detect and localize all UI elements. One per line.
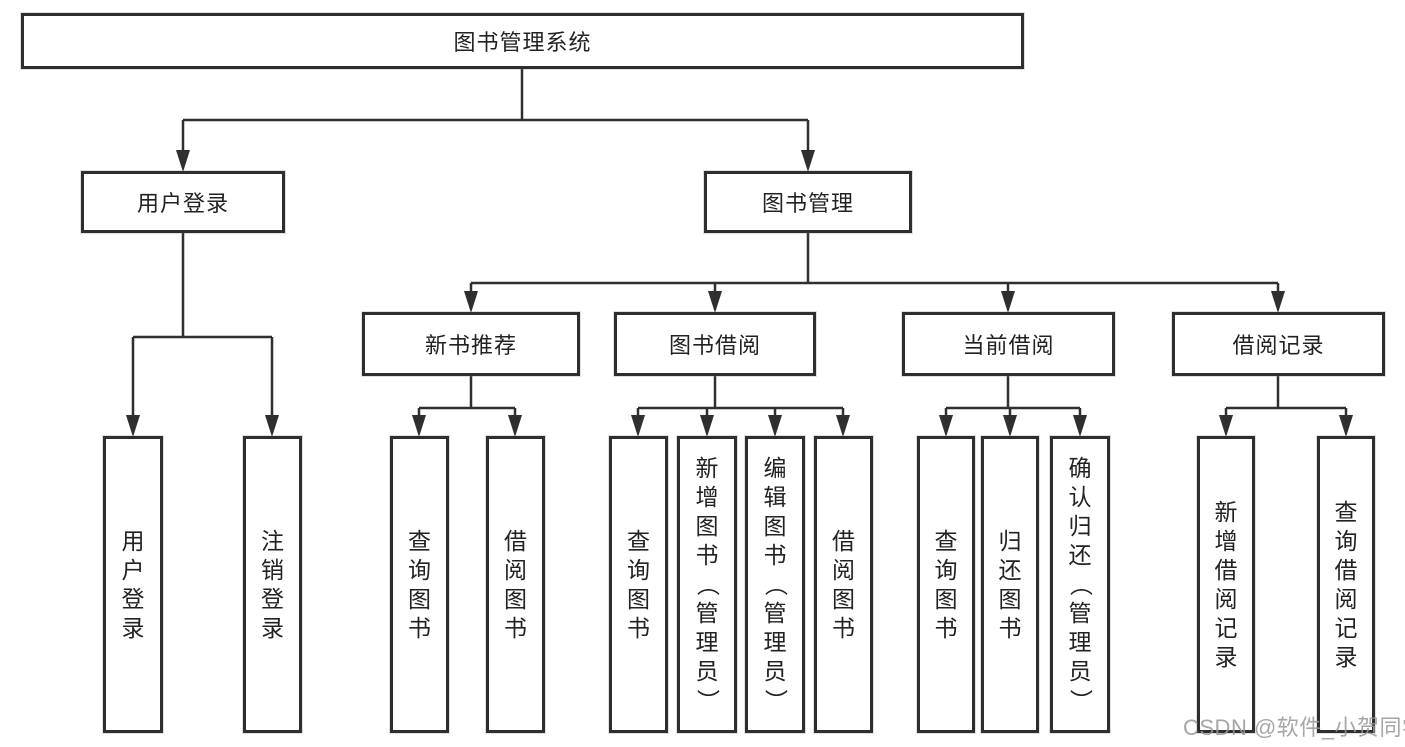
leaf-cb-confirm-return-admin-label: 确认归还（管理员） xyxy=(1067,455,1094,712)
leaf-cb-query-books: 查询图书 xyxy=(917,436,975,733)
node-book-mgmt: 图书管理 xyxy=(704,171,912,233)
node-user-login-label: 用户登录 xyxy=(136,191,229,216)
node-new-books: 新书推荐 xyxy=(362,312,580,376)
leaf-br-add-record: 新增借阅记录 xyxy=(1197,436,1255,733)
node-current-borrow-label: 当前借阅 xyxy=(962,333,1055,358)
node-book-borrow-label: 图书借阅 xyxy=(668,333,761,358)
leaf-br-add-record-label: 新增借阅记录 xyxy=(1214,498,1238,670)
leaf-user-login: 用户登录 xyxy=(103,436,163,733)
csdn-watermark: CSDN @软件_小贺同学 xyxy=(1183,715,1405,740)
leaf-cb-confirm-return-admin: 确认归还（管理员） xyxy=(1050,436,1110,733)
leaf-logout: 注销登录 xyxy=(243,436,302,733)
leaf-bb-query-books: 查询图书 xyxy=(609,436,668,733)
connector-book-mgmt-children xyxy=(464,233,1285,313)
leaf-cb-return-books: 归还图书 xyxy=(981,436,1039,733)
leaf-bb-add-books-admin-label: 新增图书（管理员） xyxy=(694,455,721,712)
node-borrow-records: 借阅记录 xyxy=(1172,312,1385,376)
connector-borrow-records-children xyxy=(1219,376,1353,437)
node-current-borrow: 当前借阅 xyxy=(902,312,1115,376)
connector-book-borrow-children xyxy=(631,376,850,437)
connector-new-books-children xyxy=(412,376,522,437)
leaf-newbooks-query-books: 查询图书 xyxy=(390,436,449,733)
leaf-bb-borrow-books: 借阅图书 xyxy=(814,436,873,733)
leaf-cb-return-books-label: 归还图书 xyxy=(998,527,1022,641)
leaf-newbooks-borrow-books-label: 借阅图书 xyxy=(504,527,527,641)
node-new-books-label: 新书推荐 xyxy=(424,333,517,358)
leaf-br-query-record-label: 查询借阅记录 xyxy=(1334,498,1358,670)
leaf-newbooks-query-books-label: 查询图书 xyxy=(408,527,431,641)
leaf-bb-query-books-label: 查询图书 xyxy=(627,527,650,641)
leaf-bb-edit-books-admin-label: 编辑图书（管理员） xyxy=(762,455,789,712)
leaf-bb-add-books-admin: 新增图书（管理员） xyxy=(677,436,737,733)
leaf-br-query-record: 查询借阅记录 xyxy=(1317,436,1375,733)
connector-root-to-level2 xyxy=(176,69,815,172)
leaf-bb-edit-books-admin: 编辑图书（管理员） xyxy=(745,436,805,733)
connector-user-login-children xyxy=(126,233,279,437)
node-root-label: 图书管理系统 xyxy=(453,30,592,55)
leaf-bb-borrow-books-label: 借阅图书 xyxy=(832,527,855,641)
connector-current-borrow-children xyxy=(939,376,1087,437)
node-borrow-records-label: 借阅记录 xyxy=(1232,333,1325,358)
node-book-mgmt-label: 图书管理 xyxy=(761,191,854,216)
node-root: 图书管理系统 xyxy=(21,13,1024,69)
leaf-newbooks-borrow-books: 借阅图书 xyxy=(486,436,545,733)
leaf-logout-label: 注销登录 xyxy=(261,527,284,641)
node-user-login: 用户登录 xyxy=(81,171,285,233)
leaf-user-login-label: 用户登录 xyxy=(121,527,145,641)
leaf-cb-query-books-label: 查询图书 xyxy=(934,527,958,641)
node-book-borrow: 图书借阅 xyxy=(614,312,816,376)
